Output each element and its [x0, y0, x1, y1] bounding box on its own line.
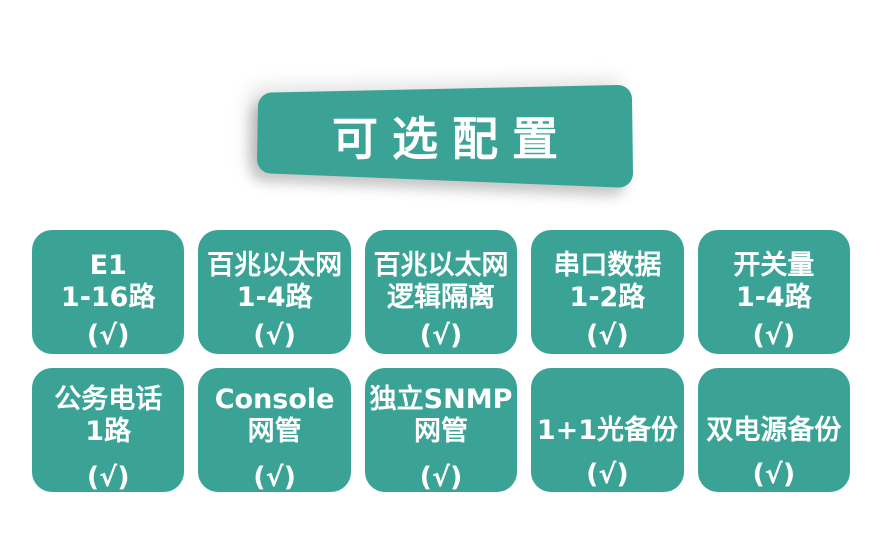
- card-line: 开关量: [733, 249, 815, 281]
- card-grid-row-1: E1 1-16路 (√) 百兆以太网 1-4路 (√) 百兆以太网 逻辑隔离 (…: [32, 230, 851, 354]
- option-card-fe-logic-isolation: 百兆以太网 逻辑隔离 (√): [364, 230, 518, 354]
- card-line: 网管: [247, 416, 302, 448]
- check-mark: (√): [586, 459, 629, 490]
- option-card-e1: E1 1-16路 (√): [32, 230, 185, 354]
- card-line: 百兆以太网: [207, 249, 343, 281]
- card-grid-row-2: 公务电话 1路 (√) Console 网管 (√) 独立SNMP 网管 (√)…: [32, 368, 851, 493]
- card-line: Console: [214, 383, 335, 415]
- card-line: 串口数据: [553, 249, 662, 281]
- check-mark: (√): [86, 319, 130, 351]
- check-mark: (√): [86, 461, 130, 493]
- card-line: 1-4路: [735, 282, 812, 314]
- option-card-dual-power-backup: 双电源备份 (√): [697, 368, 851, 492]
- card-line: 1-16路: [60, 282, 156, 314]
- card-line: 双电源备份: [706, 414, 842, 446]
- check-mark: (√): [586, 319, 629, 351]
- card-line: 网管: [414, 416, 469, 448]
- check-mark: (√): [253, 461, 296, 493]
- check-mark: (√): [419, 319, 463, 351]
- check-mark: (√): [253, 319, 296, 351]
- banner-title: 可选配置: [332, 112, 572, 166]
- check-mark: (√): [752, 319, 796, 351]
- check-mark: (√): [752, 459, 796, 490]
- option-card-optical-backup: 1+1光备份 (√): [531, 368, 684, 492]
- check-mark: (√): [419, 461, 463, 493]
- card-line: E1: [89, 249, 127, 281]
- card-line: 百兆以太网: [373, 249, 509, 281]
- option-card-switch-quantity: 开关量 1-4路 (√): [697, 230, 851, 354]
- card-line: 1-2路: [569, 282, 646, 314]
- card-line: 1-4路: [236, 282, 313, 314]
- option-card-console-mgmt: Console 网管 (√): [198, 368, 351, 493]
- option-card-serial-data: 串口数据 1-2路 (√): [531, 230, 684, 354]
- option-card-snmp-mgmt: 独立SNMP 网管 (√): [364, 368, 518, 493]
- card-line: 1+1光备份: [536, 414, 679, 446]
- card-line: 公务电话: [54, 383, 163, 415]
- card-line: 独立SNMP: [369, 383, 513, 415]
- card-line: 逻辑隔离: [387, 282, 496, 314]
- card-line: 1路: [85, 416, 132, 448]
- option-card-service-phone: 公务电话 1路 (√): [32, 368, 185, 493]
- option-card-fast-ethernet: 百兆以太网 1-4路 (√): [198, 230, 351, 354]
